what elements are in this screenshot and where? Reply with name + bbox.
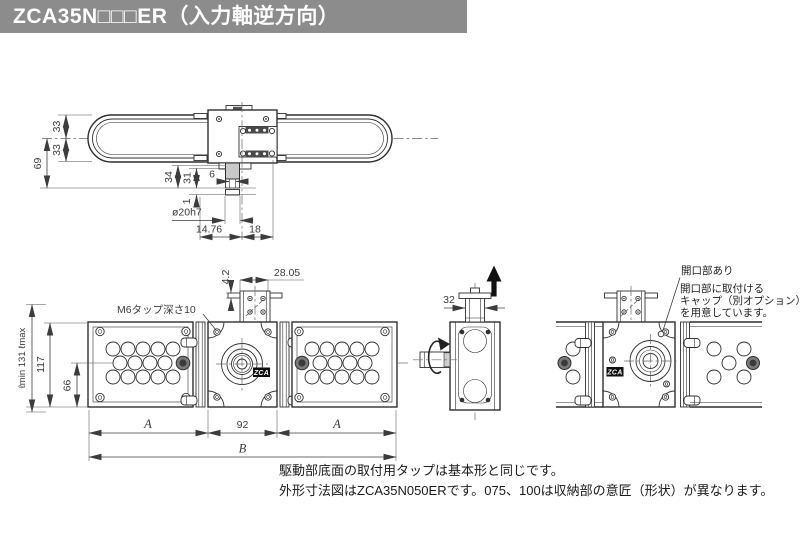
shaft-boss-rear bbox=[624, 334, 678, 389]
gearbox-block-rear: ZCA bbox=[602, 321, 678, 408]
footnote-line-2: 外形寸法図はZCA35N050ERです。075、100は収納部の意匠（形状）が異… bbox=[279, 482, 774, 498]
callout-line-1: 開口部に取付ける bbox=[680, 282, 764, 295]
dim-b: B bbox=[239, 442, 247, 456]
dim-a-right: A bbox=[332, 417, 341, 431]
left-clamp-rail bbox=[180, 321, 206, 408]
front-view-drawing: ZCA bbox=[17, 267, 410, 461]
callout-line-3: を用意しています。 bbox=[680, 306, 773, 319]
rear-left-clamp-rail bbox=[574, 321, 595, 408]
callout-opening-title: 開口部あり bbox=[681, 264, 734, 277]
dim-117: 117 bbox=[35, 356, 47, 373]
up-direction-arrow bbox=[486, 265, 502, 282]
right-box-holes bbox=[294, 341, 380, 385]
side-view-drawing: 32 bbox=[413, 265, 505, 420]
zca-logo-badge: ZCA bbox=[253, 367, 270, 377]
dim-33-lower: 33 bbox=[51, 144, 63, 156]
input-shaft-side bbox=[413, 337, 457, 375]
right-storage-box bbox=[291, 321, 398, 408]
top-view-drawing: 33 33 69 34 31 6 1 ø20h7 14.76 18 bbox=[32, 102, 438, 241]
label-m6-tap: M6タップ深さ10 bbox=[117, 304, 196, 316]
opening-callout: 開口部あり 開口部に取付ける キャップ（別オプション） を用意しています。 bbox=[662, 264, 800, 333]
dim-66: 66 bbox=[62, 380, 74, 392]
top-view-dimensions: 33 33 69 34 31 6 1 ø20h7 14.76 18 bbox=[32, 114, 274, 241]
gearbox-block-front: ZCA bbox=[207, 321, 278, 408]
rear-left-partial-box bbox=[556, 321, 603, 408]
page-title-bar: ZCA35N□□□ER（入力軸逆方向） bbox=[0, 0, 467, 33]
dim-32: 32 bbox=[443, 294, 455, 306]
output-shaft-top bbox=[218, 162, 252, 196]
opening-hole bbox=[657, 330, 665, 338]
dim-4-2: 4.2 bbox=[220, 270, 232, 285]
dim-14-76: 14.76 bbox=[196, 224, 222, 236]
zca-logo-text-rear: ZCA bbox=[606, 370, 622, 377]
left-box-holes bbox=[105, 341, 191, 385]
rear-view-drawing: ZCA bbox=[556, 264, 800, 408]
left-storage-box bbox=[87, 321, 194, 408]
input-shaft-boss-front bbox=[216, 338, 268, 392]
dim-1: 1 bbox=[181, 198, 193, 204]
side-view-dimensions: 32 bbox=[443, 294, 505, 312]
page-title: ZCA35N□□□ER（入力軸逆方向） bbox=[13, 5, 340, 28]
dim-6: 6 bbox=[209, 169, 215, 181]
zca-logo-badge-rear: ZCA bbox=[606, 367, 624, 377]
dim-28-05: 28.05 bbox=[274, 267, 300, 279]
feed-neck-side bbox=[458, 287, 492, 323]
dim-31: 31 bbox=[182, 172, 194, 184]
dim-shaft-diameter: ø20h7 bbox=[172, 207, 202, 219]
footnote-line-1: 駆動部底面の取付用タップは基本形と同じです。 bbox=[279, 463, 564, 478]
rotation-arrow bbox=[427, 340, 442, 375]
zca-logo-text: ZCA bbox=[253, 370, 269, 377]
gearbox-block-top bbox=[207, 105, 278, 164]
rear-right-partial-box bbox=[690, 321, 762, 408]
dim-33-upper: 33 bbox=[51, 121, 63, 133]
feed-bracket-rear bbox=[604, 286, 658, 330]
dim-34: 34 bbox=[163, 171, 175, 183]
dim-length-range: ℓmin 131 ℓmax bbox=[17, 327, 28, 388]
rear-right-clamp-rail bbox=[680, 321, 701, 408]
dim-69: 69 bbox=[32, 158, 44, 170]
rotation-arrowhead bbox=[438, 337, 450, 351]
dim-a-left: A bbox=[143, 417, 152, 431]
footnotes: 駆動部底面の取付用タップは基本形と同じです。 外形寸法図はZCA35N050ER… bbox=[279, 461, 773, 500]
feed-bracket-front bbox=[227, 286, 283, 330]
output-flange-top bbox=[238, 126, 278, 158]
dim-18: 18 bbox=[249, 224, 261, 236]
front-view-dimensions: 4.2 28.05 M6タップ深さ10 ℓmin 131 ℓmax 117 66… bbox=[17, 267, 397, 461]
callout-line-2: キャップ（別オプション） bbox=[680, 295, 800, 307]
dim-92: 92 bbox=[237, 419, 249, 431]
